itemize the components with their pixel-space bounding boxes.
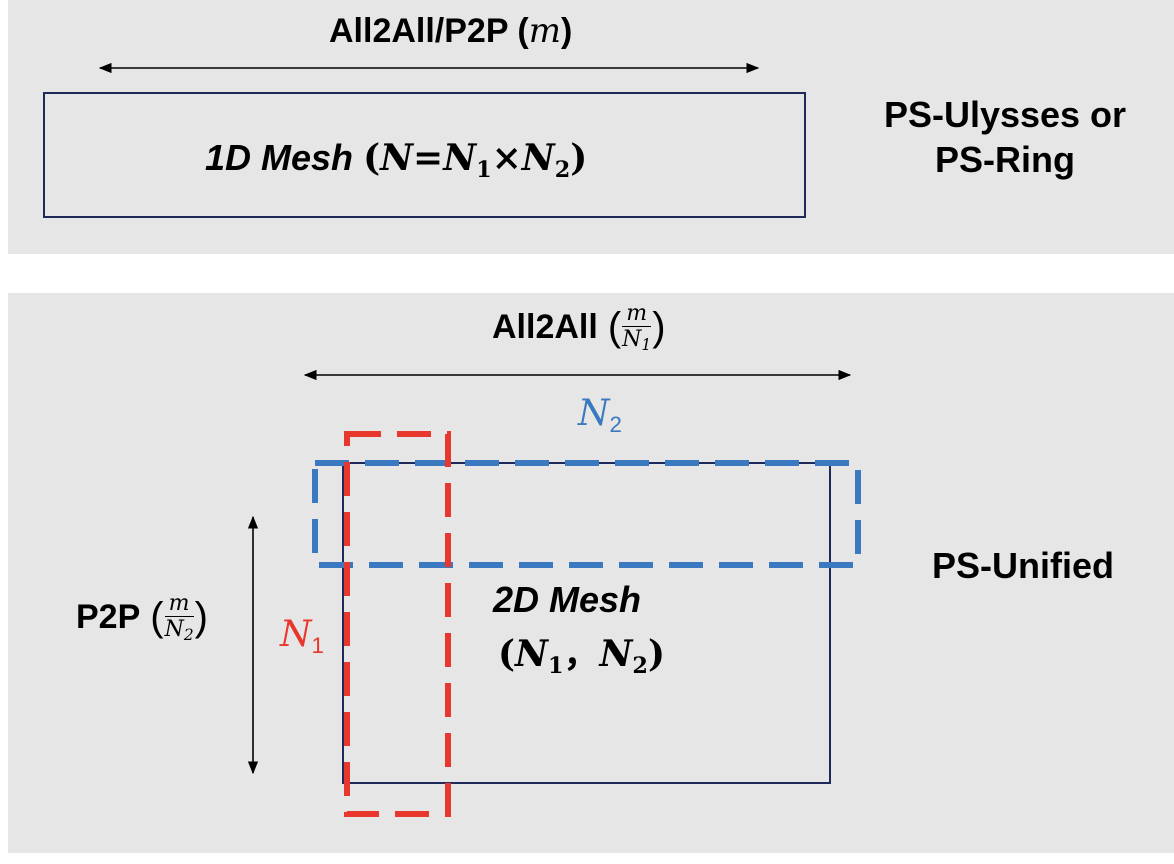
mesh-2d-title: 2D Mesh [493, 579, 642, 620]
mesh-1d-box [43, 92, 806, 218]
mesh-2d-dims: (N1，N2) [498, 633, 665, 680]
p2p-fraction: m N2 [164, 591, 194, 644]
n2-group-dashed-box [312, 460, 861, 568]
mesh-2d-box [342, 462, 831, 784]
all2all-fraction: m N1 [622, 301, 652, 354]
mesh-1d-label: 1D Mesh (N=N1×N2) [205, 137, 588, 184]
n2-label: N2 [578, 393, 622, 438]
p2p-label: P2P ( m N2 ) [76, 591, 208, 644]
top-panel-1d-mesh [8, 0, 1174, 254]
n1-group-dashed-box [344, 431, 451, 817]
n1-label: N1 [280, 614, 324, 659]
method-ps-ulysses-or-ring: PS-Ulysses or PS-Ring [864, 92, 1146, 182]
all2all-label: All2All ( m N1 ) [492, 301, 666, 354]
method-ps-unified: PS-Unified [932, 545, 1115, 586]
method-line-1: PS-Ulysses or [883, 94, 1127, 135]
bottom-panel-2d-mesh [8, 293, 1174, 853]
top-comm-label: All2All/P2P (m) [329, 11, 573, 51]
method-line-2: PS-Ring [935, 139, 1075, 180]
